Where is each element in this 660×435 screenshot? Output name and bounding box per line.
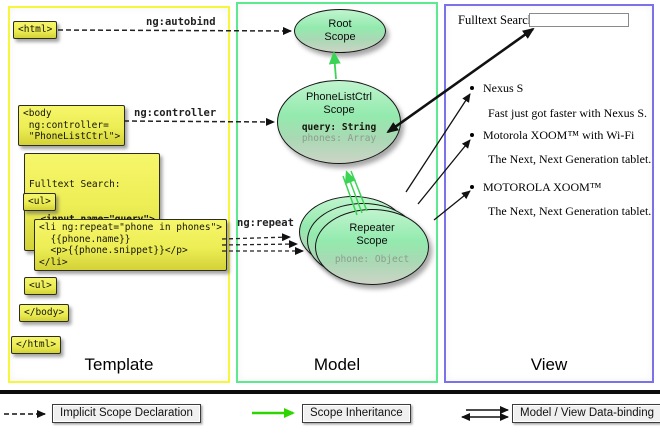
root-scope-ellipse: Root Scope xyxy=(294,9,386,53)
ng-autobind-label: ng:autobind xyxy=(146,16,216,28)
root-scope-title: Root Scope xyxy=(324,18,356,43)
bullet-icon xyxy=(470,86,474,91)
template-panel-label: Template xyxy=(84,355,154,374)
view-item-desc: Fast just got faster with Nexus S. xyxy=(488,106,647,120)
legend-implicit-scope: Implicit Scope Declaration xyxy=(52,404,201,423)
ng-repeat-label: ng:repeat xyxy=(237,217,294,229)
model-panel: Model xyxy=(236,2,438,383)
repeater-scope-title: Repeater Scope xyxy=(349,222,395,247)
code-li-repeat: <li ng:repeat="phone in phones"> {{phone… xyxy=(34,219,228,271)
legend-scope-inheritance: Scope Inheritance xyxy=(302,404,411,423)
scope-prop-query: query: String xyxy=(301,122,377,133)
model-panel-label: Model xyxy=(313,355,361,374)
bullet-icon xyxy=(470,185,474,190)
code-html-close: </html> xyxy=(11,336,62,354)
view-search-input[interactable] xyxy=(529,13,629,27)
code-body-close: </body> xyxy=(19,304,70,322)
view-item-desc: The Next, Next Generation tablet. xyxy=(488,204,652,218)
phonelistctrl-scope-ellipse: PhoneListCtrl Scope query: String phones… xyxy=(277,80,401,164)
code-fulltext-label-line: Fulltext Search: xyxy=(29,179,121,190)
view-item-name: Nexus S xyxy=(470,81,523,96)
code-html-open: <html> xyxy=(13,21,58,39)
legend-separator xyxy=(0,390,660,394)
view-item-desc: The Next, Next Generation tablet. xyxy=(488,152,652,166)
code-ul-open: <ul> xyxy=(23,193,56,211)
scope-prop-phone: phone: Object xyxy=(334,254,410,265)
bullet-icon xyxy=(470,133,474,138)
phonelistctrl-scope-title: PhoneListCtrl Scope xyxy=(305,91,373,116)
ng-controller-label: ng:controller xyxy=(134,107,217,119)
view-search-label: Fulltext Search: xyxy=(458,13,538,27)
scope-prop-phones: phones: Array xyxy=(301,133,377,144)
view-panel-label: View xyxy=(530,355,568,374)
view-item-name: MOTOROLA XOOM™ xyxy=(470,180,602,195)
repeater-scope-ellipse: Repeater Scope phone: Object xyxy=(315,209,429,285)
view-item-name: Motorola XOOM™ with Wi-Fi xyxy=(470,128,634,143)
code-body-open: <body ng:controller= "PhoneListCtrl"> xyxy=(18,105,126,146)
legend-data-binding: Model / View Data-binding xyxy=(512,404,660,423)
code-ul-open-2: <ul> xyxy=(24,277,57,295)
